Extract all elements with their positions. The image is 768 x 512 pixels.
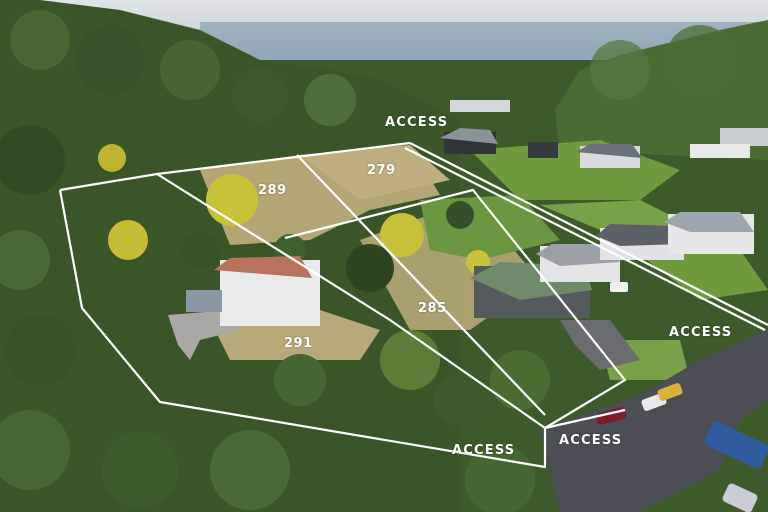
lot-label-289: 289 (258, 183, 287, 198)
access-label-top: ACCESS (385, 115, 449, 130)
lot-boundaries (58, 141, 768, 469)
lot-label-279: 279 (367, 163, 396, 178)
access-label-right: ACCESS (669, 325, 733, 340)
access-label-bottom-left: ACCESS (452, 443, 516, 458)
access-label-bottom-right: ACCESS (559, 433, 623, 448)
lot-label-285: 285 (418, 301, 447, 316)
lot-label-291: 291 (284, 336, 313, 351)
